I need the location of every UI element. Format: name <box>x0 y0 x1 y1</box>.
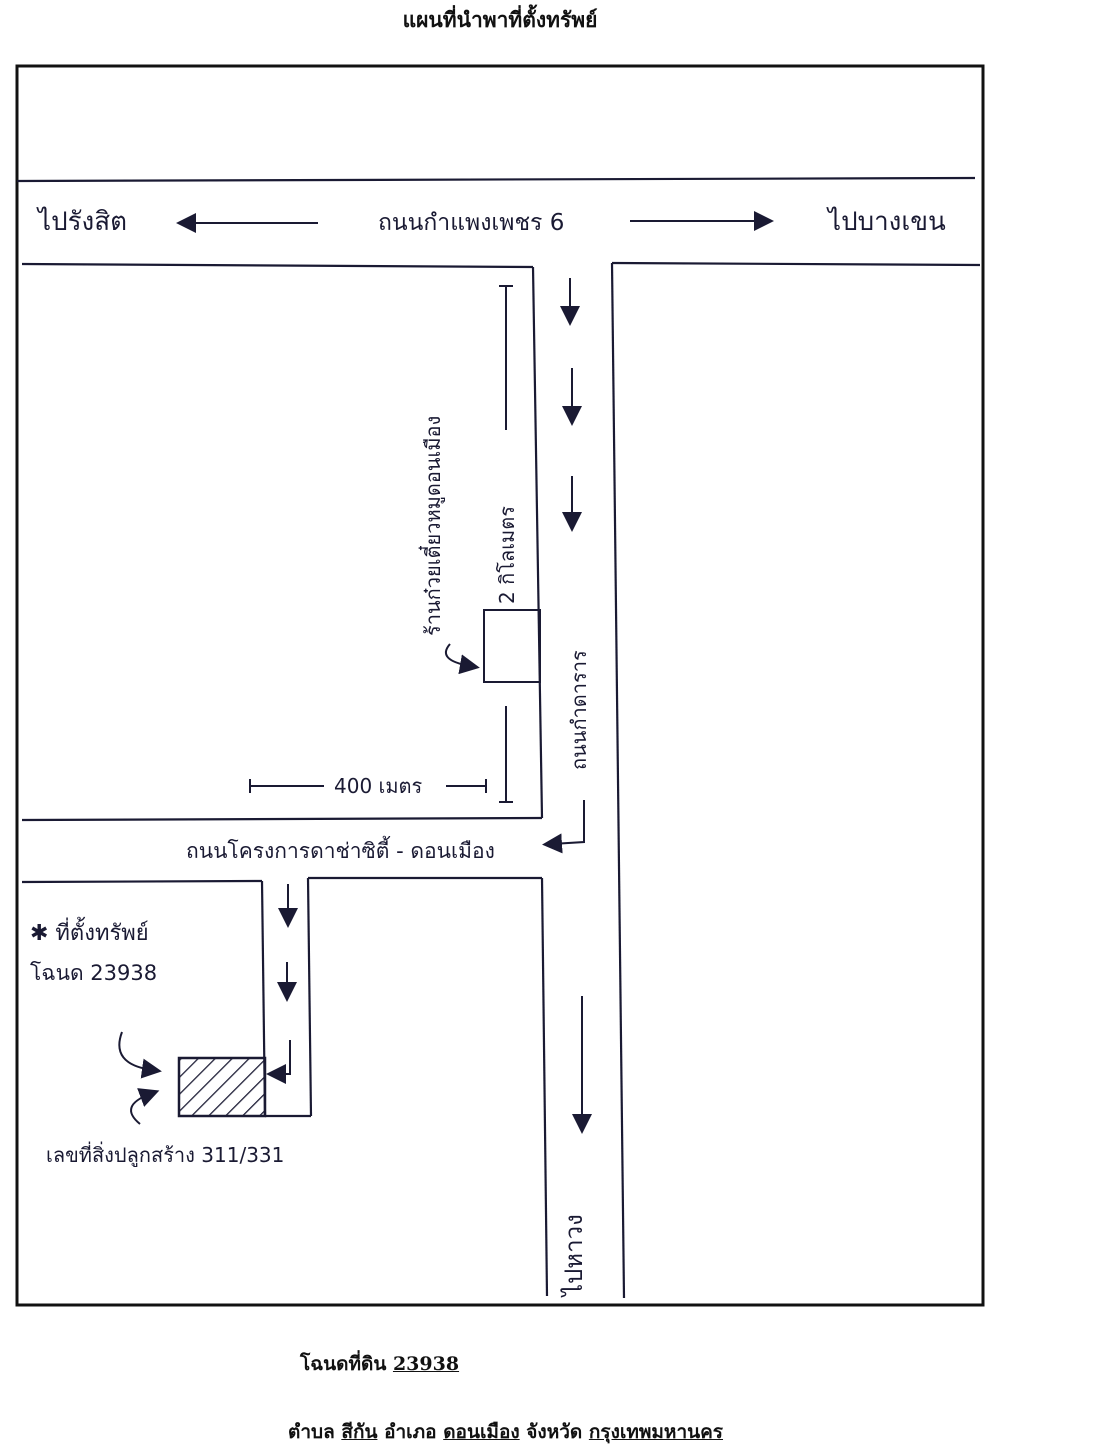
landmark-label: ร้านก๋วยเตี๋ยวหมูดอนเมือง <box>418 416 446 636</box>
distance-horizontal-bar <box>249 779 487 793</box>
to-bangkhen-label: ไปบางเขน <box>826 206 946 237</box>
distance-vertical-label: 2 กิโลเมตร <box>495 506 519 604</box>
road-vertical-label: ถนนกำดาราร <box>567 650 591 770</box>
down-arrows-soi <box>277 884 298 1002</box>
down-arrows-main <box>560 278 592 1134</box>
footer-amphoe-prefix: อำเภอ <box>384 1421 437 1443</box>
deed-label: โฉนด 23938 <box>30 961 157 985</box>
map-frame <box>15 64 985 1307</box>
house-number-label: เลขที่สิ่งปลูกสร้าง 311/331 <box>46 1141 284 1168</box>
landmark-pointer <box>445 643 480 675</box>
distance-horizontal-label: 400 เมตร <box>334 774 423 798</box>
road-middle-label: ถนนโครงการดาช่าซิตี้ - ดอนเมือง <box>186 836 495 863</box>
footer-tambon: สีกัน <box>341 1421 378 1443</box>
property-parcel <box>177 1056 267 1118</box>
footer-location: ตำบล สีกัน อำเภอ ดอนเมือง จังหวัด กรุงเท… <box>288 1417 723 1447</box>
landmark-building <box>483 609 541 683</box>
footer-amphoe: ดอนเมือง <box>443 1421 520 1443</box>
turn-arrow-property <box>266 1040 291 1084</box>
road-lines <box>16 176 981 1299</box>
house-pointer <box>130 1088 160 1125</box>
property-label: ✱ ที่ตั้งทรัพย์ <box>30 917 149 946</box>
road-top-label: ถนนกำแพงเพชร 6 <box>378 210 564 236</box>
turn-arrow-middle <box>542 800 585 854</box>
property-pointer <box>118 1031 162 1079</box>
page-title: แผนที่นำพาที่ตั้งทรัพย์ <box>402 7 598 32</box>
footer-province: กรุงเทพมหานคร <box>588 1421 724 1443</box>
footer-deed-number: 23938 <box>392 1353 460 1375</box>
footer-province-prefix: จังหวัด <box>526 1421 583 1443</box>
distance-vertical-bar <box>499 285 513 803</box>
footer-tambon-prefix: ตำบล <box>288 1421 335 1443</box>
to-rangsit-label: ไปรังสิต <box>36 206 127 237</box>
to-bottom-label: ไปหาวง <box>560 1214 588 1298</box>
footer-deed: โฉนดที่ดิน 23938 <box>300 1349 459 1379</box>
footer-deed-prefix: โฉนดที่ดิน <box>300 1353 387 1375</box>
